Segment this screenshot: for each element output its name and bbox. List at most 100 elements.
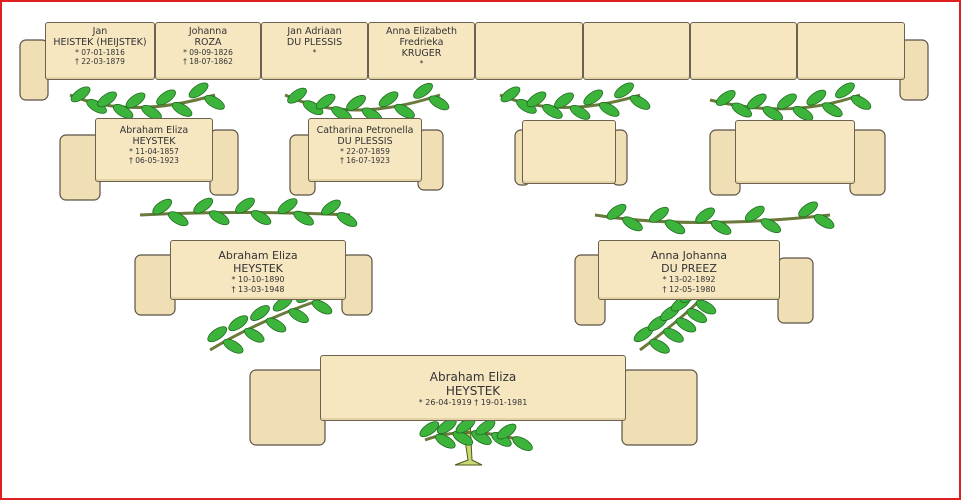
first-name: Anna Elizabeth Fredrieka — [385, 26, 458, 48]
leaf-icon — [288, 308, 309, 324]
leaf-icon — [311, 299, 333, 315]
birth-date: * 10-10-1890 — [231, 275, 285, 284]
first-name: Abraham Eliza — [119, 125, 189, 136]
birth-date: * 13-02-1892 — [662, 275, 716, 284]
leaf-icon — [526, 91, 547, 108]
person-card-g3-3[interactable] — [522, 120, 616, 184]
leaf-icon — [250, 305, 270, 321]
leaf-icon — [762, 106, 784, 121]
birth-date: * 22-07-1859 — [340, 147, 390, 156]
person-card-g4-8[interactable] — [797, 22, 905, 80]
leaf-icon — [686, 308, 707, 324]
leaf-icon — [744, 205, 765, 222]
leaf-icon — [243, 327, 265, 343]
person-card-g4-5[interactable] — [475, 22, 583, 80]
leaf-icon — [435, 433, 456, 449]
leaf-icon — [265, 317, 287, 333]
leaf-icon — [715, 90, 736, 106]
leaf-icon — [606, 203, 627, 220]
person-card-g4-7[interactable] — [690, 22, 797, 80]
leaf-icon — [554, 92, 574, 109]
leaf-icon — [806, 89, 827, 106]
leaf-icon — [664, 219, 686, 235]
leaf-icon — [287, 87, 307, 104]
scroll-roll — [59, 134, 101, 201]
last-name: DU PREEZ — [661, 262, 717, 275]
person-card-g3-4[interactable] — [735, 120, 855, 184]
leaf-icon — [614, 82, 634, 99]
leaf-icon — [277, 198, 298, 215]
leaf-icon — [798, 201, 818, 218]
leaf-icon — [583, 89, 604, 106]
death-date: † 18-07-1862 — [183, 57, 233, 66]
leaf-icon — [302, 100, 324, 116]
birth-date: * 11-04-1857 — [129, 147, 179, 156]
leaf-icon — [419, 421, 440, 438]
last-name: ROZA — [194, 37, 222, 48]
last-name: KRUGER — [401, 48, 442, 59]
leaf-icon — [746, 93, 767, 110]
death-date: † 13-03-1948 — [231, 285, 285, 294]
scroll-roll — [209, 129, 239, 196]
leaf-icon — [710, 220, 732, 235]
last-name: HEYSTEK — [233, 262, 283, 275]
leaf-icon — [378, 91, 399, 108]
first-name: Johanna — [188, 26, 228, 37]
leaf-icon — [629, 94, 651, 110]
leaf-icon — [204, 94, 225, 110]
leaf-icon — [663, 327, 684, 343]
person-card-g4-6[interactable] — [583, 22, 690, 80]
leaf-icon — [346, 94, 366, 111]
first-name: Abraham Eliza — [218, 249, 298, 262]
leaf-icon — [813, 214, 835, 229]
last-name: HEYSTEK — [132, 136, 176, 147]
leaf-icon — [850, 94, 872, 110]
leaf-icon — [321, 199, 341, 216]
branch — [284, 93, 441, 112]
leaf-icon — [731, 102, 753, 118]
leaf-icon — [152, 198, 173, 215]
scroll-roll — [849, 129, 886, 196]
first-name: Jan — [92, 26, 108, 37]
scroll-roll — [777, 257, 814, 324]
scroll-roll — [621, 369, 698, 446]
leaf-icon — [512, 436, 533, 451]
first-name: Catharina Petronella — [316, 125, 414, 136]
leaf-icon — [475, 419, 496, 436]
leaf-icon — [500, 86, 521, 103]
leaf-icon — [695, 299, 717, 315]
leaf-icon — [760, 218, 782, 234]
leaf-icon — [695, 207, 715, 224]
leaf-icon — [777, 93, 797, 110]
leaf-icon — [207, 326, 228, 343]
scroll-roll — [341, 254, 373, 316]
leaf-icon — [112, 103, 134, 119]
leaf-icon — [413, 82, 433, 99]
last-name: DU PLESSIS — [337, 136, 393, 147]
branch — [69, 93, 216, 109]
birth-date: * 09-09-1826 — [183, 48, 233, 57]
leaf-icon — [171, 101, 193, 117]
leaf-icon — [315, 93, 336, 110]
branch — [209, 298, 321, 352]
death-date: † 06-05-1923 — [129, 156, 179, 165]
leaf-icon — [835, 82, 855, 99]
branch — [499, 93, 641, 109]
leaf-icon — [822, 102, 843, 118]
leaf-icon — [250, 210, 272, 225]
birth-date: * 07-01-1816 — [75, 48, 125, 57]
leaf-icon — [141, 104, 162, 120]
death-date: † 22-03-1879 — [75, 57, 125, 66]
birth-date: * — [312, 48, 317, 57]
leaf-icon — [649, 338, 670, 354]
scroll-roll — [134, 254, 176, 316]
